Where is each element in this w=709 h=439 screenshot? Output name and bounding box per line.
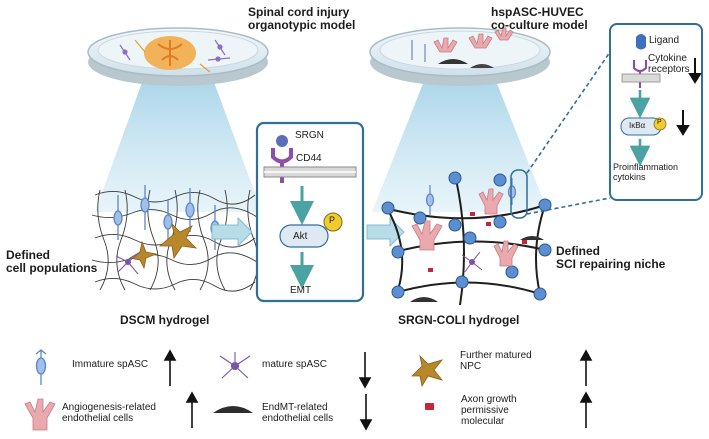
legend-immature-spasc-label: Immature spASC — [72, 359, 149, 370]
endmt-cell-icon — [213, 406, 253, 413]
npc-icon — [411, 354, 444, 388]
srgn-label: SRGN — [295, 130, 324, 141]
dscm-hydrogel-cells — [113, 185, 220, 275]
akt-node — [279, 224, 329, 248]
emt-label: EMT — [290, 285, 312, 296]
coculture-dish — [369, 27, 551, 212]
inset-signaling-box — [609, 23, 703, 201]
cd44-label: CD44 — [296, 153, 322, 164]
inset-membrane — [621, 73, 661, 83]
legend-icons — [24, 349, 593, 431]
zoom-marker — [510, 169, 528, 219]
srgn-coli-hydrogel-label: SRGN-COLI hydrogel — [398, 313, 520, 327]
legend-mature-spasc-label: mature spASC — [262, 359, 328, 370]
flow-arrow-left — [211, 216, 253, 248]
akt-label: Akt — [293, 231, 308, 242]
srgn-pathway-box — [255, 121, 365, 303]
inset-phospho-badge — [653, 117, 667, 131]
ligand-icon — [636, 34, 646, 50]
srgn-ligand-icon — [276, 135, 288, 147]
akt-phospho-label: P — [329, 215, 336, 225]
dscm-hydrogel-label: DSCM hydrogel — [120, 313, 210, 327]
cell-membrane — [263, 166, 357, 178]
phospho-badge — [323, 212, 343, 232]
sci-dish — [87, 27, 269, 212]
immature-spasc-icon — [35, 349, 47, 385]
srgn-coli-network — [381, 169, 552, 306]
ikba-phospho-label: P — [657, 119, 662, 126]
mature-spasc-icon — [219, 352, 251, 379]
light-beam-left — [95, 66, 262, 212]
angiogenesis-cell-icon — [24, 398, 56, 431]
axon-molecule-icon — [425, 403, 434, 410]
ligand-label: Ligand — [649, 35, 680, 46]
light-beam-right — [372, 66, 548, 212]
zoom-connectors — [526, 51, 611, 215]
ikba-label: IκBα — [629, 121, 646, 130]
